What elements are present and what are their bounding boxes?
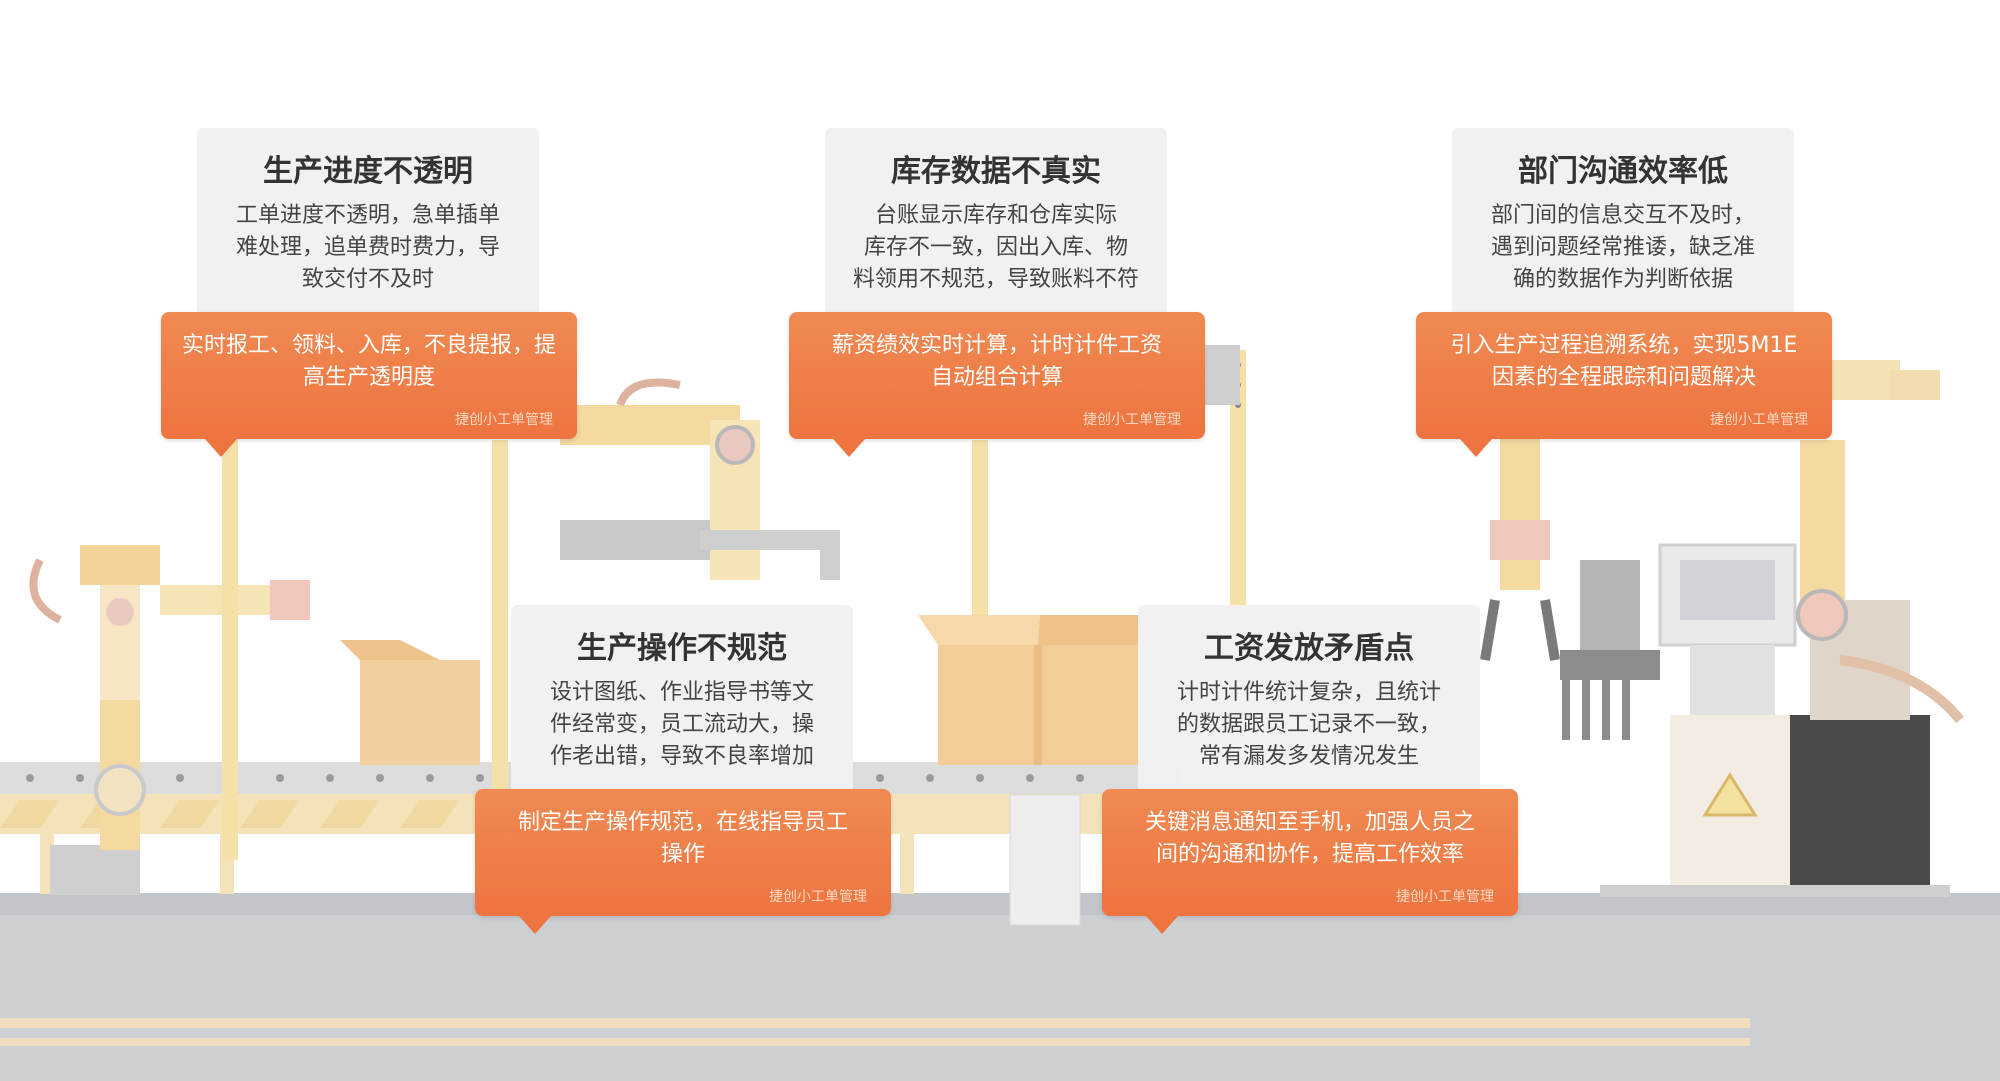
gripper-tool xyxy=(1560,560,1660,740)
brand-label: 捷创小工单管理 xyxy=(455,412,553,428)
support-pole xyxy=(1230,350,1246,610)
support-pole xyxy=(492,440,508,860)
solution-line: 实时报工、领料、入库，不良提报，提 xyxy=(181,333,556,358)
support-pole xyxy=(972,440,988,620)
card-description: 设计图纸、作业指导书等文 件经常变，员工流动大，操 作老出错，导致不良率增加 xyxy=(537,677,827,773)
right-machine xyxy=(1600,543,1950,897)
solution-text: 关键消息通知至手机，加强人员之 间的沟通和协作，提高工作效率 xyxy=(1122,807,1498,871)
card-description: 计时计件统计复杂，且统计 的数据跟员工记录不一致， 常有漏发多发情况发生 xyxy=(1164,677,1454,773)
left-robot-arm xyxy=(29,545,310,895)
solution-text: 实时报工、领料、入库，不良提报，提 高生产透明度 xyxy=(181,330,557,394)
solution-text: 制定生产操作规范，在线指导员工 操作 xyxy=(495,807,871,871)
solution-line: 操作 xyxy=(660,842,705,867)
description-line: 确的数据作为判断依据 xyxy=(1512,267,1733,292)
solution-line: 自动组合计算 xyxy=(930,365,1063,390)
description-line: 计时计件统计复杂，且统计 xyxy=(1176,680,1441,705)
card-description: 工单进度不透明，急单插单 难处理，追单费时费力，导 致交付不及时 xyxy=(223,200,513,296)
solution-panel: 实时报工、领料、入库，不良提报，提 高生产透明度 捷创小工单管理 xyxy=(161,312,577,439)
description-line: 件经常变，员工流动大，操 xyxy=(549,712,814,737)
solution-line: 因素的全程跟踪和问题解决 xyxy=(1491,365,1756,390)
right-robot-arm xyxy=(1480,360,1964,724)
callout-pointer xyxy=(1146,916,1178,934)
description-line: 常有漏发多发情况发生 xyxy=(1198,744,1419,769)
brand-label: 捷创小工单管理 xyxy=(769,889,867,905)
card-title: 生产操作不规范 xyxy=(577,631,787,666)
floor-stripe xyxy=(0,1038,1750,1046)
callout-pointer xyxy=(833,439,865,457)
card-description: 部门间的信息交互不及时， 遇到问题经常推诿，缺乏准 确的数据作为判断依据 xyxy=(1478,200,1768,296)
card-title: 库存数据不真实 xyxy=(891,154,1101,189)
solution-panel: 关键消息通知至手机，加强人员之 间的沟通和协作，提高工作效率 捷创小工单管理 xyxy=(1102,789,1518,916)
brand-label: 捷创小工单管理 xyxy=(1710,412,1808,428)
solution-line: 制定生产操作规范，在线指导员工 xyxy=(517,810,848,835)
description-line: 设计图纸、作业指导书等文 xyxy=(549,680,814,705)
solution-line: 薪资绩效实时计算，计时计件工资 xyxy=(831,333,1162,358)
solution-line: 间的沟通和协作，提高工作效率 xyxy=(1155,842,1464,867)
card-title: 工资发放矛盾点 xyxy=(1204,631,1414,666)
description-line: 的数据跟员工记录不一致， xyxy=(1176,712,1441,737)
cardboard-box xyxy=(340,640,480,765)
solution-line: 引入生产过程追溯系统，实现5M1E xyxy=(1450,333,1798,358)
brand-label: 捷创小工单管理 xyxy=(1083,412,1181,428)
description-line: 台账显示库存和仓库实际 xyxy=(874,203,1117,228)
description-line: 作老出错，导致不良率增加 xyxy=(549,744,814,769)
middle-robot-arm xyxy=(560,378,840,580)
card-title: 部门沟通效率低 xyxy=(1518,154,1728,189)
machine-cabinet xyxy=(1009,794,1081,926)
callout-pointer xyxy=(519,916,551,934)
callout-pointer xyxy=(1460,439,1492,457)
solution-panel: 制定生产操作规范，在线指导员工 操作 捷创小工单管理 xyxy=(475,789,891,916)
cardboard-box xyxy=(918,615,1140,765)
solution-line: 高生产透明度 xyxy=(302,365,435,390)
solution-panel: 引入生产过程追溯系统，实现5M1E 因素的全程跟踪和问题解决 捷创小工单管理 xyxy=(1416,312,1832,439)
description-line: 工单进度不透明，急单插单 xyxy=(235,203,500,228)
description-line: 难处理，追单费时费力，导 xyxy=(235,235,500,260)
description-line: 遇到问题经常推诿，缺乏准 xyxy=(1490,235,1755,260)
description-line: 致交付不及时 xyxy=(301,267,434,292)
description-line: 料领用不规范，导致账料不符 xyxy=(852,267,1139,292)
brand-label: 捷创小工单管理 xyxy=(1396,889,1494,905)
description-line: 部门间的信息交互不及时， xyxy=(1490,203,1755,228)
floor xyxy=(0,893,2000,1081)
card-description: 台账显示库存和仓库实际 库存不一致，因出入库、物 料领用不规范，导致账料不符 xyxy=(851,200,1141,296)
solution-panel: 薪资绩效实时计算，计时计件工资 自动组合计算 捷创小工单管理 xyxy=(789,312,1205,439)
solution-line: 关键消息通知至手机，加强人员之 xyxy=(1144,810,1475,835)
support-pole xyxy=(222,440,238,860)
floor-stripe xyxy=(0,1018,1750,1028)
solution-text: 薪资绩效实时计算，计时计件工资 自动组合计算 xyxy=(809,330,1185,394)
solution-text: 引入生产过程追溯系统，实现5M1E 因素的全程跟踪和问题解决 xyxy=(1436,330,1812,394)
description-line: 库存不一致，因出入库、物 xyxy=(863,235,1128,260)
callout-pointer xyxy=(205,439,237,457)
card-title: 生产进度不透明 xyxy=(263,154,473,189)
